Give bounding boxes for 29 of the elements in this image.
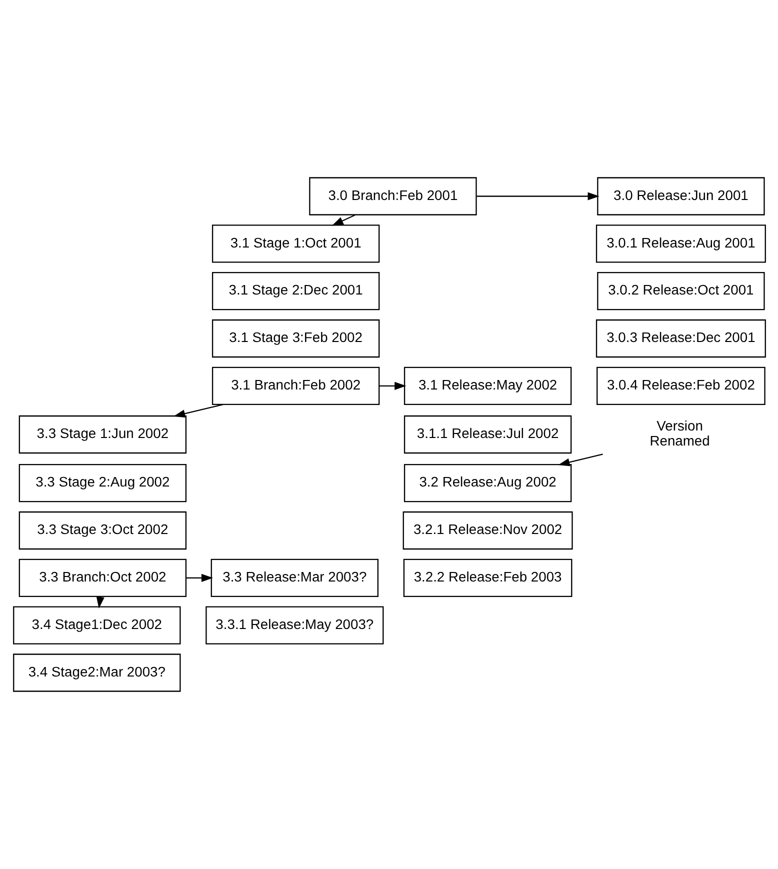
arrow: [186, 574, 213, 582]
node-box: 3.0.1 Release:Aug 2001: [595, 224, 766, 263]
node-box: 3.3 Stage 2:Aug 2002: [18, 464, 186, 502]
arrow: [331, 214, 355, 226]
node-box: 3.2 Release:Aug 2002: [403, 464, 572, 502]
node-box: 3.0.2 Release:Oct 2001: [596, 272, 764, 310]
node-box: 3.0.3 Release:Dec 2001: [595, 319, 766, 358]
node-box: 3.0 Branch:Feb 2001: [308, 177, 476, 216]
node-box: 3.1.1 Release:Jul 2002: [403, 415, 572, 454]
node-box: 3.4 Stage1:Dec 2002: [12, 606, 180, 644]
node-box: 3.1 Stage 3:Feb 2002: [211, 319, 380, 358]
node-box: 3.3 Stage 3:Oct 2002: [18, 511, 186, 550]
node-box: 3.2.2 Release:Feb 2003: [402, 558, 572, 597]
node-text: Version Renamed: [649, 418, 710, 449]
arrow: [558, 454, 602, 466]
node-box: 3.4 Stage2:Mar 2003?: [12, 654, 180, 692]
node-box: 3.0.4 Release:Feb 2002: [596, 366, 765, 405]
node-box: 3.1 Branch:Feb 2002: [211, 366, 380, 405]
node-box: 3.1 Stage 1:Oct 2001: [211, 224, 380, 263]
node-box: 3.1 Stage 2:Dec 2001: [211, 272, 380, 310]
node-box: 3.2.1 Release:Nov 2002: [402, 511, 572, 550]
arrow: [173, 404, 223, 418]
node-box: 3.1 Release:May 2002: [403, 366, 572, 405]
arrow: [476, 192, 599, 200]
node-box: 3.3.1 Release:May 2003?: [205, 606, 384, 644]
node-box: 3.3 Stage 1:Jun 2002: [18, 415, 186, 454]
arrow: [378, 382, 406, 390]
node-box: 3.0 Release:Jun 2001: [596, 177, 764, 216]
node-box: 3.3 Release:Mar 2003?: [210, 558, 378, 597]
